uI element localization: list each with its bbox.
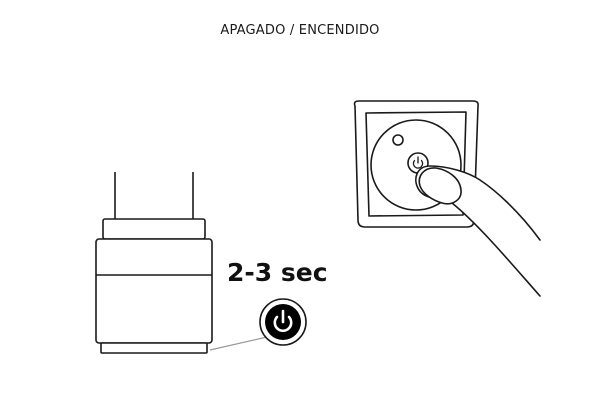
plug-body [95,238,213,344]
fingernail [418,167,462,205]
leader-line [209,336,268,351]
socket-plate-inner [365,111,467,217]
press-duration-label: 2-3 sec [227,258,328,287]
plug-device [95,172,213,354]
power-icon [273,309,293,333]
socket-led [392,134,404,146]
plug-collar [102,218,206,240]
diagram-title: APAGADO / ENCENDIDO [220,23,380,38]
socket-power-icon [412,156,424,169]
power-button-icon [259,298,307,346]
plug-base [100,342,208,354]
finger-press [415,165,541,297]
socket-face [370,119,462,211]
